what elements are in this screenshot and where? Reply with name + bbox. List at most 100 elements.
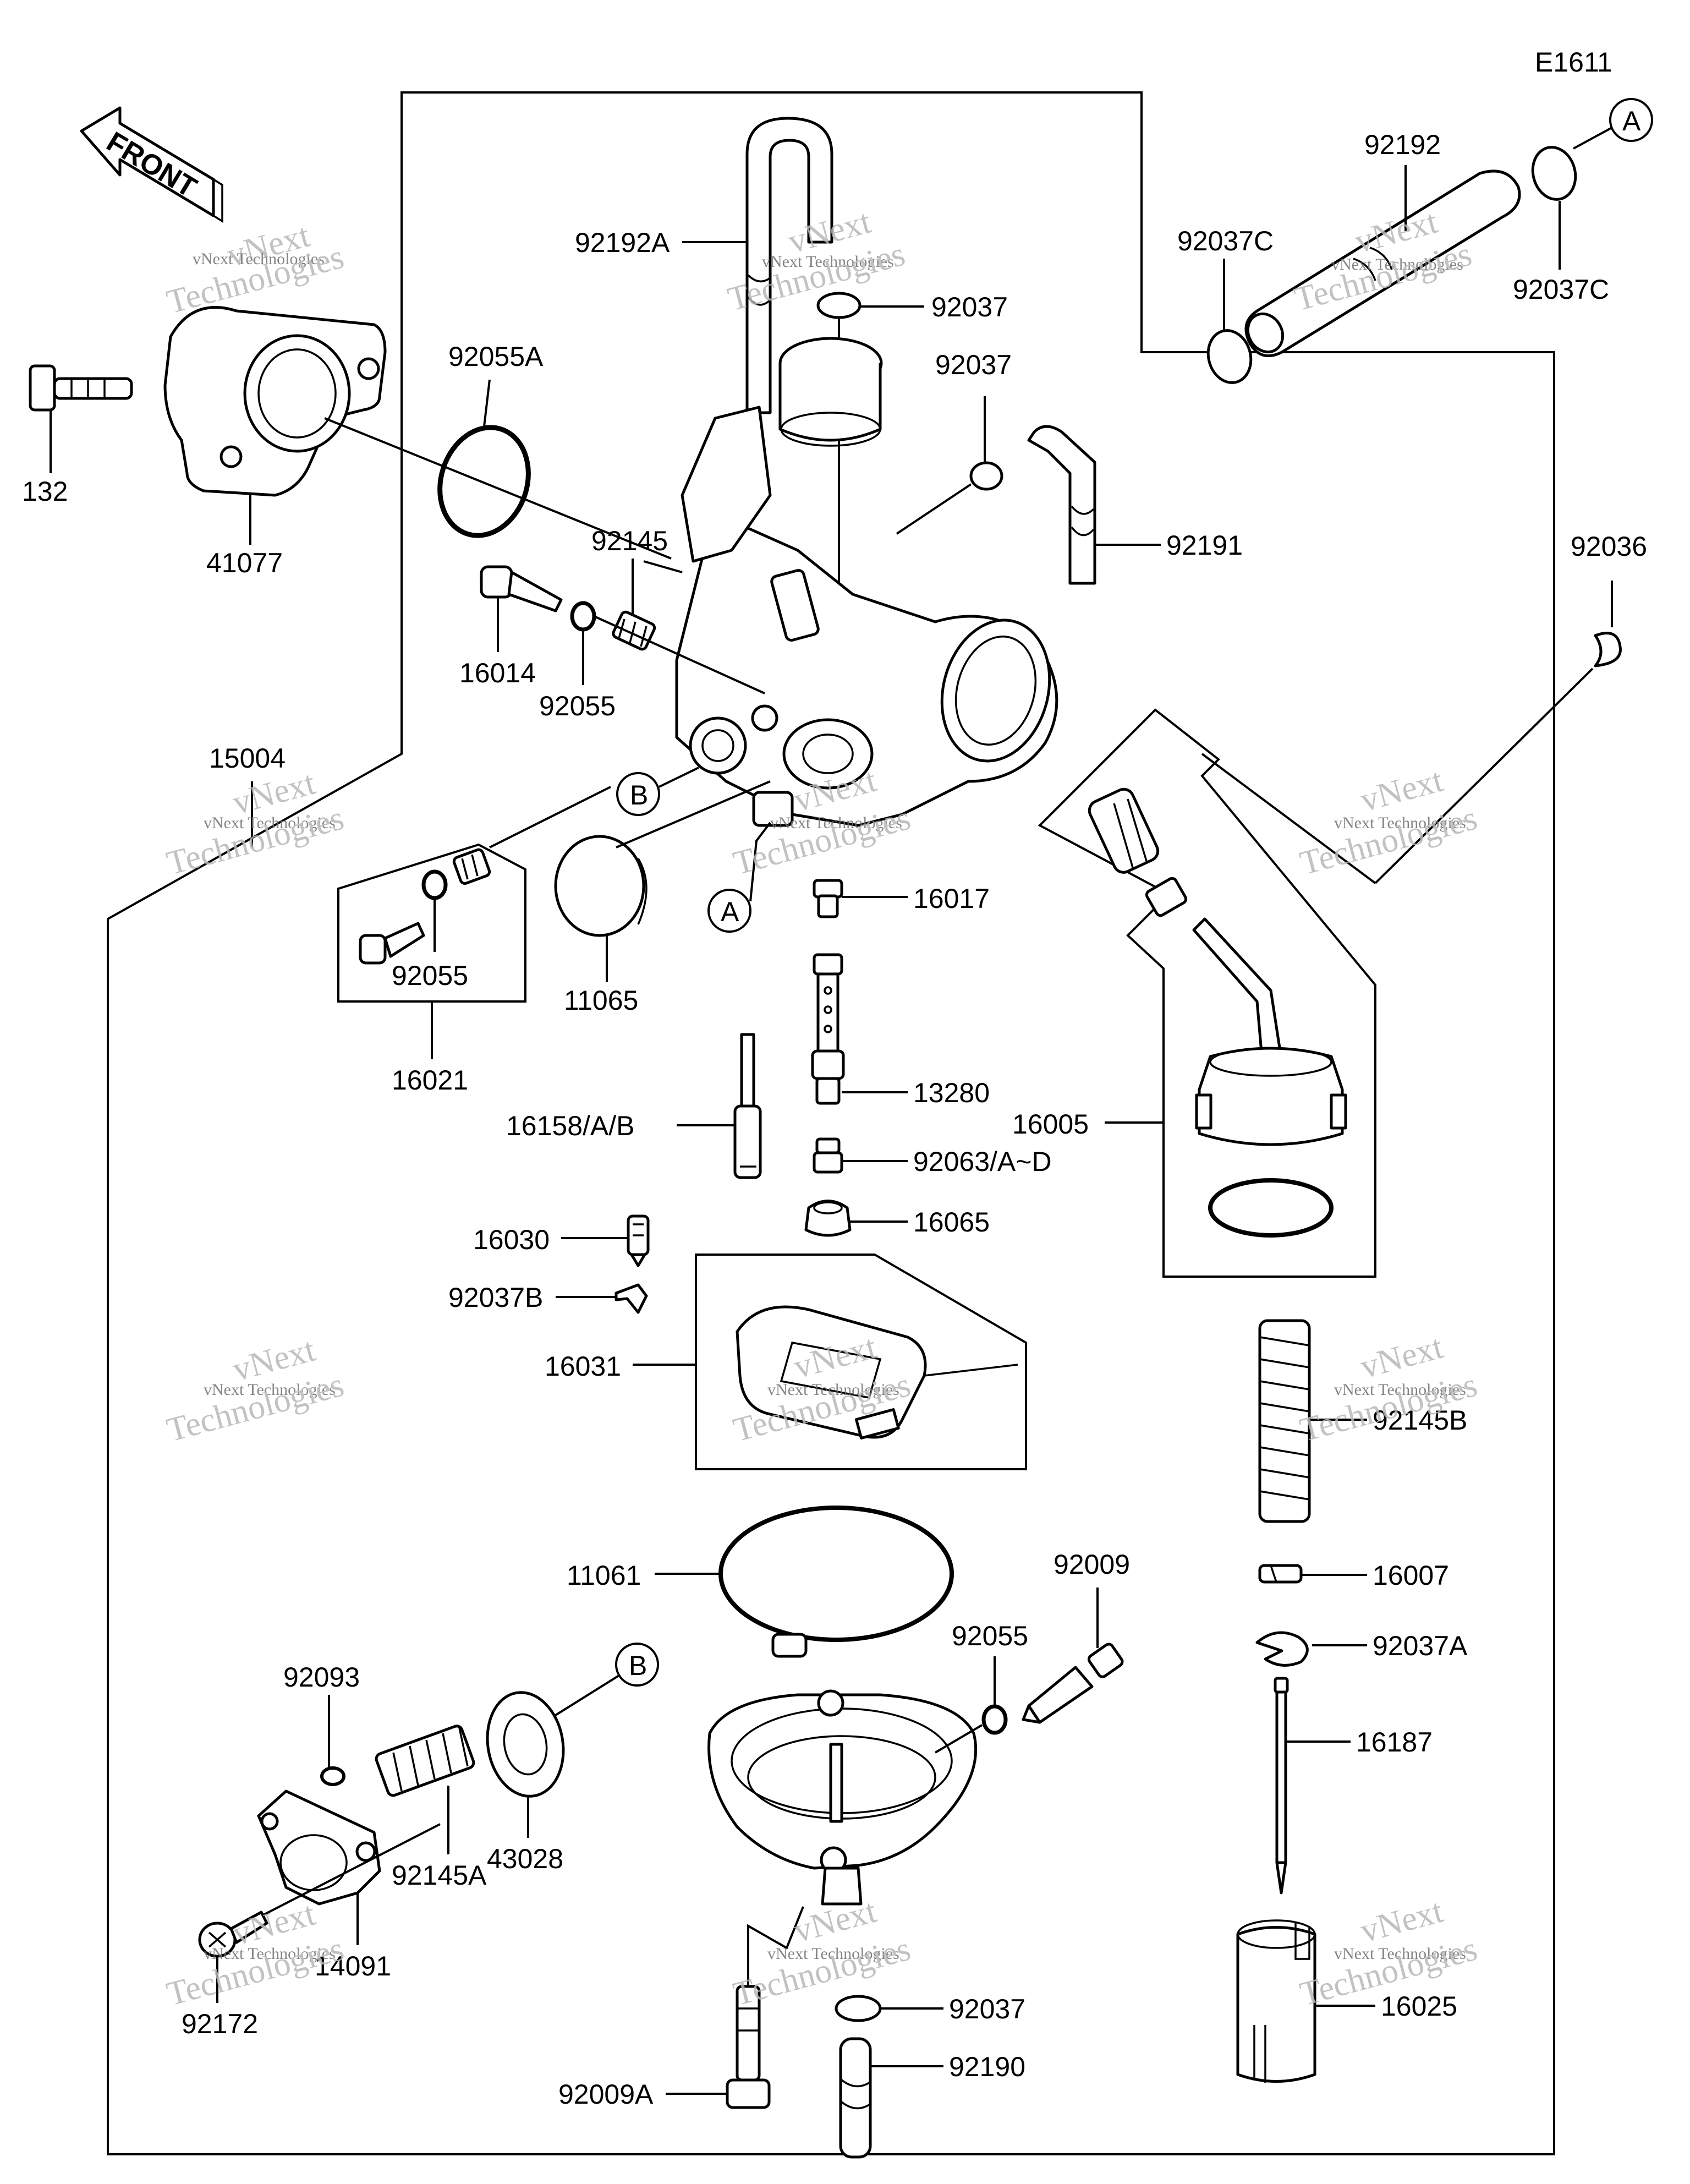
svg-text:vNext Technologies: vNext Technologies (1334, 814, 1466, 832)
drain-screw-92009 (1022, 1643, 1124, 1724)
label-92192: 92192 (1364, 129, 1441, 160)
label-92063: 92063/A~D (913, 1146, 1052, 1177)
watermark-7: vNext vNext Technologies Technologies (163, 1331, 348, 1449)
spring-92145 (612, 610, 656, 651)
watermark-4: vNext vNext Technologies Technologies (163, 764, 348, 883)
label-16021: 16021 (392, 1065, 468, 1096)
oring-92055-kit (421, 869, 448, 900)
hose-92192 (1244, 169, 1521, 358)
hose-92191 (1027, 425, 1096, 585)
oring-92055A (437, 425, 531, 538)
holder-16065 (804, 1200, 852, 1237)
clip-92037-lower (835, 1995, 882, 2022)
svg-text:vNext Technologies: vNext Technologies (1334, 1381, 1466, 1399)
float-bowl (707, 1689, 978, 1906)
svg-text:vNext Technologies: vNext Technologies (767, 1381, 899, 1399)
jet-needle-16187 (1274, 1677, 1289, 1895)
label-92145: 92145 (591, 526, 668, 556)
choke-16005 (1088, 787, 1347, 1238)
jet-16017 (813, 879, 843, 918)
manifold-41077 (163, 306, 387, 497)
label-92037-lower: 92037 (949, 1994, 1025, 2024)
label-16158: 16158/A/B (506, 1110, 635, 1141)
label-92009A: 92009A (558, 2079, 654, 2110)
label-16017: 16017 (913, 883, 990, 914)
assembly-frame (107, 91, 1555, 2155)
svg-text:vNext Technologies: vNext Technologies (204, 814, 336, 832)
watermark-11: vNext vNext Technologies Technologies (729, 1892, 914, 2013)
spring-92145A (375, 1725, 475, 1797)
callout-b-lower (615, 1643, 659, 1687)
clip-92036 (1594, 632, 1622, 667)
label-92037-side: 92037 (935, 349, 1012, 380)
float-16031 (736, 1305, 1018, 1439)
watermark-1: vNext vNext Technologies Technologies (163, 217, 348, 321)
label-16065: 16065 (913, 1207, 990, 1238)
svg-text:vNext Technologies: vNext Technologies (204, 1381, 336, 1399)
label-92055-pilot: 92055 (539, 691, 616, 721)
gasket-11061 (718, 1506, 954, 1642)
callout-b-upper-letter: B (630, 780, 648, 811)
label-11065: 11065 (564, 985, 638, 1016)
screw-16021 (359, 922, 425, 965)
front-arrow: FRONT (80, 106, 223, 223)
cap-11065 (554, 835, 648, 937)
svg-text:vNext Technologies: vNext Technologies (204, 1945, 336, 1963)
callout-a-lower (707, 889, 751, 933)
jet-92063 (813, 1137, 843, 1174)
clip-92037C-right (1531, 146, 1577, 201)
label-43028: 43028 (487, 1843, 563, 1874)
cover-14091 (257, 1789, 381, 1906)
label-92192A: 92192A (575, 227, 670, 258)
choke-box-16005 (1038, 708, 1376, 1278)
label-16007: 16007 (1373, 1560, 1449, 1591)
callout-a-lower-letter: A (721, 896, 739, 927)
clip-92037-upper (816, 292, 862, 319)
label-92036: 92036 (1571, 531, 1647, 562)
label-13280: 13280 (913, 1077, 990, 1108)
kit-box-16021 (337, 843, 526, 1003)
label-11061: 11061 (567, 1560, 641, 1591)
label-92145A: 92145A (392, 1860, 487, 1891)
spring-92145B (1258, 1319, 1311, 1523)
label-41077: 41077 (206, 548, 283, 578)
callout-b-lower-letter: B (629, 1650, 647, 1681)
watermark-10: vNext vNext Technologies Technologies (163, 1895, 348, 2013)
bolt-132 (29, 364, 133, 412)
needle-16158 (733, 1033, 762, 1179)
svg-text:vNext Technologies: vNext Technologies (767, 1945, 899, 1963)
needle-jet-13280 (811, 953, 845, 1105)
hose-92190 (839, 2037, 872, 2159)
callout-a-upper (1609, 98, 1653, 142)
spring-kit (452, 848, 491, 885)
label-16014: 16014 (459, 658, 536, 688)
label-92037A: 92037A (1373, 1630, 1468, 1661)
label-92037C-right: 92037C (1513, 274, 1609, 305)
callout-a-upper-letter: A (1622, 106, 1641, 136)
screw-16014 (480, 565, 563, 612)
svg-text:vNext Technologies: vNext Technologies (1334, 1945, 1466, 1963)
label-14091: 14091 (315, 1951, 391, 1982)
svg-text:vNext Technologies: vNext Technologies (193, 250, 325, 268)
label-92191: 92191 (1166, 530, 1243, 561)
label-92190: 92190 (949, 2051, 1025, 2082)
throttle-valve-16025 (1236, 1919, 1316, 2083)
watermark-6: vNext vNext Technologies Technologies (1296, 762, 1481, 883)
ring-92093 (320, 1766, 345, 1786)
callout-b-upper (616, 772, 660, 816)
label-16025: 16025 (1381, 1991, 1457, 2022)
diagram-code: E1611 (1535, 47, 1612, 78)
bolt-92009A (726, 1985, 771, 2109)
label-92037-upper: 92037 (931, 292, 1008, 322)
label-16187: 16187 (1356, 1727, 1433, 1758)
label-92055-bowl: 92055 (952, 1621, 1028, 1651)
label-92037C-left: 92037C (1177, 226, 1274, 256)
label-132: 132 (22, 476, 68, 507)
label-92145B: 92145B (1373, 1405, 1467, 1436)
label-16005: 16005 (1012, 1109, 1089, 1140)
oring-92055-bowl (981, 1704, 1008, 1735)
label-92009: 92009 (1053, 1549, 1130, 1580)
carburetor-body (675, 337, 1058, 827)
hose-92192A (745, 117, 833, 414)
